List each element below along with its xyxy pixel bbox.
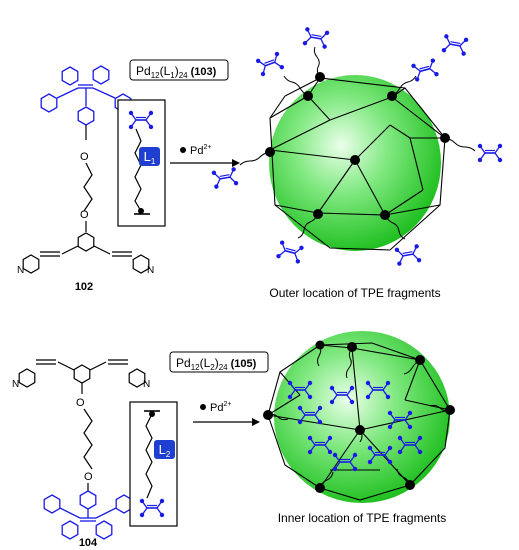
tpe-fragment-bottom: [43, 490, 133, 540]
svg-text:O: O: [80, 209, 89, 221]
svg-text:N: N: [17, 265, 24, 276]
ligand-id-102: 102: [75, 281, 93, 293]
ligand-id-104: 104: [79, 537, 98, 549]
l1-label: L1: [144, 149, 156, 166]
reagent-top: Pd2+: [190, 144, 211, 157]
svg-text:O: O: [84, 471, 93, 483]
svg-text:N: N: [143, 379, 150, 390]
svg-text:N: N: [147, 265, 154, 276]
cage-formula-103: Pd12(L1)24(103): [136, 64, 217, 80]
pd-dot-top: [180, 147, 186, 153]
cage-formula-105: Pd12(L2)24(105): [176, 356, 257, 372]
tpe-fragment-top: [40, 65, 132, 126]
pd-dot-bottom: [200, 404, 206, 410]
ligand-l2-schematic: [139, 410, 165, 519]
cage-103-outer-tpe: [210, 26, 504, 267]
caption-outer: Outer location of TPE fragments: [269, 286, 440, 300]
l2-label-bg: [154, 440, 175, 459]
reagent-bottom: Pd2+: [210, 401, 231, 414]
l1-label-bg: [139, 147, 160, 166]
svg-text:O: O: [76, 397, 85, 409]
cage-105-inner-tpe: [263, 331, 455, 503]
svg-text:N: N: [12, 379, 19, 390]
cage-formula-box-105: [169, 351, 269, 373]
l2-label: L2: [159, 442, 171, 459]
caption-inner: Inner location of TPE fragments: [278, 511, 447, 525]
ligand-102-structure: O O N N: [17, 65, 154, 276]
ligand-l1-schematic: [128, 110, 154, 215]
svg-text:O: O: [80, 151, 89, 163]
cage-formula-box-103: [129, 59, 229, 81]
ligand-104-structure: N N O O: [12, 359, 150, 540]
